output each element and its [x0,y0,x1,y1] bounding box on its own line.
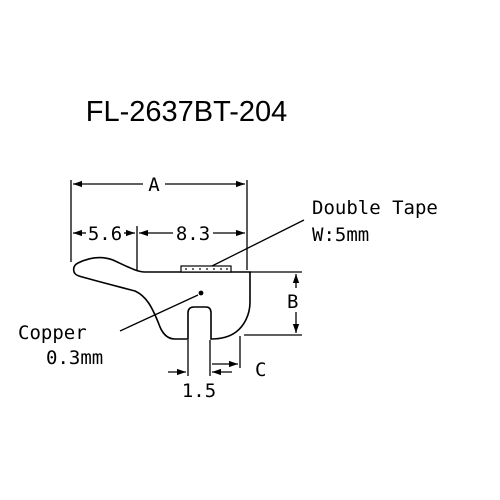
part-number-title: FL-2637BT-204 [85,96,288,128]
copper-insert-dot [198,290,204,296]
tape-callout-line1: Double Tape [312,197,438,219]
gasket-profile-outline [72,256,251,340]
copper-callout-line2: 0.3mm [46,347,103,369]
double-tape-strip [180,265,232,273]
dim-c-label: C [255,359,266,381]
tape-leader [211,219,305,267]
dim-1-5-label: 1.5 [182,380,216,402]
copper-callout-line1: Copper [18,322,87,344]
tape-callout-line2: W:5mm [312,224,369,246]
copper-leader [119,294,199,332]
dim-5-6-label: 5.6 [88,223,122,245]
dim-b-label: B [287,291,298,313]
tape-texture [185,268,228,270]
dim-a-label: A [148,174,160,196]
dim-8-3-label: 8.3 [176,223,210,245]
extension-lines [70,180,302,376]
